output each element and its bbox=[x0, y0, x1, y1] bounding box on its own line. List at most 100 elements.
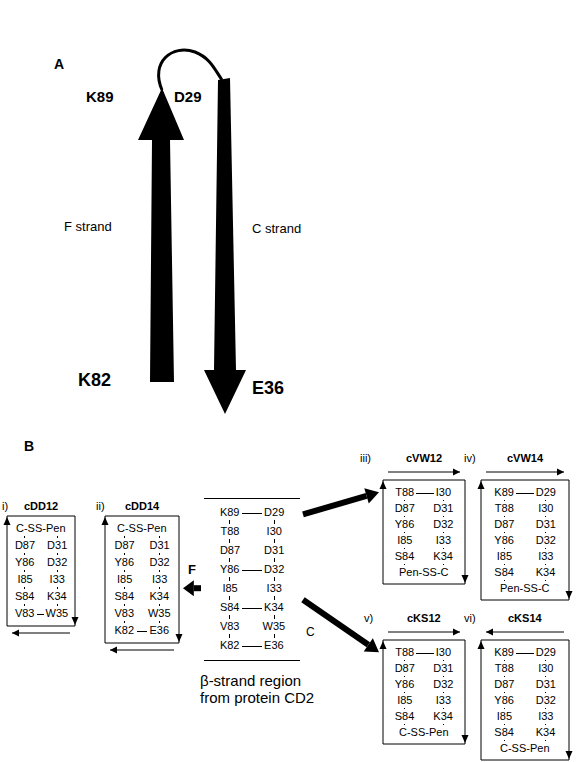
direction-arrowhead bbox=[557, 469, 564, 476]
hydrogen-bond-line bbox=[242, 513, 262, 514]
bond-line bbox=[504, 708, 505, 709]
bond-line bbox=[504, 580, 505, 581]
direction-line bbox=[486, 632, 564, 633]
bond-line bbox=[545, 740, 546, 741]
direction-line bbox=[388, 632, 460, 633]
strand-side-line bbox=[75, 516, 76, 626]
bond-line bbox=[504, 516, 505, 517]
bond-line bbox=[24, 553, 25, 555]
edge-label: F bbox=[187, 563, 197, 578]
bond-line bbox=[504, 740, 505, 741]
residue-label: D32 bbox=[536, 534, 556, 547]
bond-line bbox=[404, 676, 405, 677]
residue-label: I30 bbox=[267, 525, 282, 538]
bond-line bbox=[504, 532, 505, 533]
direction-arrowhead bbox=[453, 629, 460, 636]
residue-label: D87 bbox=[494, 518, 514, 531]
peptide-name: cDD12 bbox=[24, 500, 58, 513]
bond-line bbox=[57, 536, 58, 538]
bond-line bbox=[274, 634, 275, 638]
box-bottom-line bbox=[481, 760, 569, 761]
box-frame bbox=[480, 612, 570, 762]
bond-line bbox=[229, 539, 230, 543]
residue-label: K34 bbox=[149, 590, 169, 603]
box-bottom-line bbox=[105, 643, 179, 644]
residue-label: I33 bbox=[538, 550, 553, 563]
arrow-head bbox=[364, 488, 379, 503]
residue-label: S84 bbox=[115, 590, 135, 603]
residue-label: K82 bbox=[220, 639, 240, 652]
residue-label: K34 bbox=[47, 590, 67, 603]
figure-label: A bbox=[54, 56, 64, 72]
residue-label: I85 bbox=[397, 534, 412, 547]
direction-line bbox=[12, 633, 70, 634]
bond-line bbox=[443, 532, 444, 533]
residue-label: C-SS-Pen bbox=[399, 726, 449, 739]
residue-label: D87 bbox=[395, 662, 415, 675]
residue-label: D87 bbox=[115, 539, 135, 552]
residue-label: Y86 bbox=[115, 556, 135, 569]
residue-label: Y86 bbox=[494, 694, 514, 707]
arrow-shaft bbox=[303, 600, 368, 645]
residue-label: D31 bbox=[536, 678, 556, 691]
bond-line bbox=[404, 724, 405, 725]
residue-label: Y86 bbox=[395, 678, 415, 691]
peptide-name: cKS14 bbox=[508, 612, 542, 625]
residue-label: T88 bbox=[220, 525, 239, 538]
bond-line bbox=[124, 536, 125, 538]
bond-line bbox=[443, 500, 444, 501]
residue-label: Pen-SS-C bbox=[500, 582, 550, 595]
bond-line bbox=[24, 536, 25, 538]
bond-line bbox=[404, 516, 405, 517]
hydrogen-bond-line bbox=[516, 493, 533, 494]
residue-label: D87 bbox=[395, 502, 415, 515]
residue-label: D31 bbox=[536, 518, 556, 531]
box-top-line bbox=[481, 480, 569, 481]
bond-line bbox=[229, 577, 230, 581]
bond-line bbox=[274, 558, 275, 562]
bond-line bbox=[443, 708, 444, 709]
figure-label: iii) bbox=[360, 452, 371, 465]
box-bottom-line bbox=[383, 584, 465, 585]
residue-label: S84 bbox=[395, 550, 415, 563]
bond-line bbox=[545, 548, 546, 549]
residue-label: S84 bbox=[15, 590, 35, 603]
residue-label: I33 bbox=[436, 694, 451, 707]
hydrogen-bond-line bbox=[37, 614, 44, 615]
direction-arrowhead bbox=[478, 481, 485, 489]
residue-label: C-SS-Pen bbox=[16, 522, 66, 535]
bond-line bbox=[443, 548, 444, 549]
bond-line bbox=[159, 604, 160, 606]
residue-label: I85 bbox=[497, 550, 512, 563]
figure-label: K82 bbox=[78, 370, 111, 391]
figure-label: E36 bbox=[252, 378, 284, 399]
figure-label: D29 bbox=[174, 88, 202, 105]
figure-label: i) bbox=[2, 500, 8, 513]
bond-line bbox=[24, 570, 25, 572]
residue-label: Y86 bbox=[494, 534, 514, 547]
strand-side-line bbox=[569, 480, 570, 600]
residue-label: S84 bbox=[494, 726, 514, 739]
residue-label: D32 bbox=[149, 556, 169, 569]
peptide-box: cVW12T88I30D87D31Y86D32I85I33S84K34Pen-S… bbox=[382, 452, 466, 586]
arrow-shaft bbox=[303, 496, 367, 515]
residue-label: I30 bbox=[436, 486, 451, 499]
direction-arrowhead bbox=[486, 629, 493, 636]
bond-line bbox=[229, 615, 230, 619]
bond-line bbox=[443, 692, 444, 693]
strand-side-line bbox=[569, 640, 570, 760]
direction-arrowhead bbox=[462, 575, 469, 583]
bond-line bbox=[504, 692, 505, 693]
residue-label: D32 bbox=[433, 678, 453, 691]
figure-label: C strand bbox=[252, 222, 301, 237]
strand-side-line bbox=[7, 516, 8, 626]
arrow-shaft bbox=[194, 585, 201, 591]
residue-label: I85 bbox=[397, 694, 412, 707]
hydrogen-bond-line bbox=[137, 631, 148, 632]
bond-line bbox=[404, 532, 405, 533]
peptide-name: cVW14 bbox=[507, 452, 543, 465]
direction-arrowhead bbox=[4, 517, 11, 525]
strand-region-box: K89D29T88I30D87D31Y86D32I85I33S84K34V83W… bbox=[204, 498, 300, 662]
direction-arrowhead bbox=[380, 641, 387, 649]
region-top-line bbox=[204, 498, 300, 499]
